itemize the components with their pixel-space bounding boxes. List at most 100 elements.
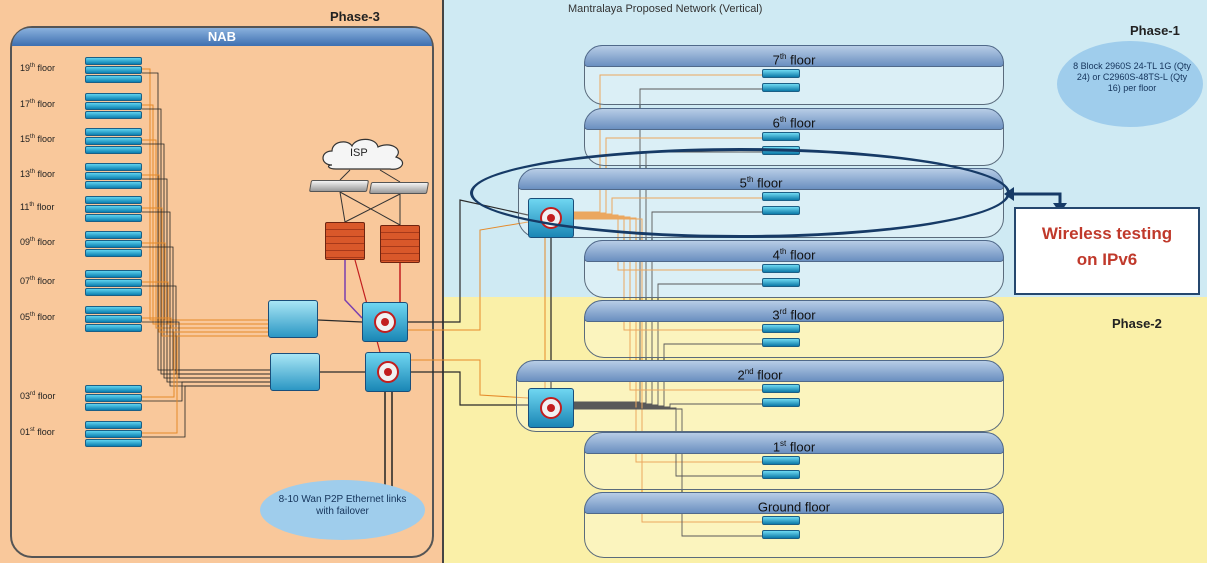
switch-unit (85, 214, 142, 222)
wire (142, 317, 268, 329)
switch-unit (762, 456, 800, 465)
switch-unit (85, 270, 142, 278)
wire (379, 169, 401, 183)
switch-unit (762, 264, 800, 273)
core-switch-icon (365, 352, 411, 392)
switch-unit (762, 516, 800, 525)
wire (339, 191, 346, 223)
block-note: 8 Block 2960S 24-TL 1G (Qty 24) or C2960… (1057, 41, 1203, 127)
nab-floor-label: 19th floor (20, 63, 56, 73)
switch-unit (85, 75, 142, 83)
wire (142, 285, 270, 375)
wire (317, 319, 363, 323)
nab-container (10, 26, 434, 558)
switch-unit (85, 111, 142, 119)
network-title: Mantralaya Proposed Network (Vertical) (568, 3, 763, 15)
switch-unit (85, 394, 142, 402)
switch-unit (85, 205, 142, 213)
nab-floor-label: 15th floor (20, 134, 56, 144)
isp-cloud-icon: ISP (318, 135, 410, 178)
access-switch-pair-icon (762, 384, 800, 408)
wire (344, 260, 363, 319)
switch-unit (762, 398, 800, 407)
switch-unit (85, 403, 142, 411)
wire (410, 371, 528, 406)
switch-unit (85, 181, 142, 189)
wire (574, 403, 762, 408)
wire (574, 283, 762, 406)
wire (142, 381, 270, 402)
wire (142, 281, 268, 325)
distribution-switch-icon (268, 300, 318, 338)
switch-unit (85, 439, 142, 447)
wire (574, 408, 762, 537)
wireless-callout: Wireless testing on IPv6 (1014, 207, 1200, 295)
switch-unit (85, 137, 142, 145)
block-note-text: 8 Block 2960S 24-TL 1G (Qty 24) or C2960… (1073, 61, 1191, 93)
switch-unit (85, 93, 142, 101)
nab-floor-label: 11th floor (20, 202, 55, 212)
access-switch-stack-icon (85, 93, 142, 121)
switch-unit (85, 324, 142, 332)
wire (339, 169, 351, 181)
callout-line-2: on IPv6 (1076, 250, 1138, 269)
floor-band-title: 2nd floor (516, 360, 1004, 382)
access-switch-stack-icon (85, 128, 142, 156)
floor-band-title: 4th floor (584, 240, 1004, 262)
switch-unit (762, 278, 800, 287)
nab-floor-label: 13th floor (20, 169, 56, 179)
isp-label: ISP (350, 147, 368, 159)
nab-floor-label: 05th floor (20, 312, 56, 322)
access-switch-stack-icon (85, 163, 142, 191)
phase-2-label: Phase-2 (1112, 316, 1162, 331)
switch-unit (85, 172, 142, 180)
switch-unit (85, 196, 142, 204)
access-switch-pair-icon (762, 456, 800, 480)
switch-unit (85, 385, 142, 393)
access-switch-stack-icon (85, 421, 142, 449)
switch-unit (85, 279, 142, 287)
switch-unit (762, 384, 800, 393)
phase-3-label: Phase-3 (330, 9, 380, 24)
nab-floor-label: 09th floor (20, 237, 56, 247)
switch-unit (762, 530, 800, 539)
switch-unit (85, 421, 142, 429)
nab-floor-label: 01st floor (20, 427, 55, 437)
wire (339, 191, 401, 226)
access-switch-pair-icon (762, 516, 800, 540)
wire (142, 331, 268, 398)
access-switch-stack-icon (85, 270, 142, 298)
distribution-switch-icon (270, 353, 320, 391)
wire (142, 246, 270, 371)
switch-unit (762, 132, 800, 141)
wire (142, 385, 270, 438)
nab-title: NAB (12, 28, 432, 46)
access-switch-stack-icon (85, 231, 142, 259)
access-switch-stack-icon (85, 385, 142, 413)
switch-unit (85, 102, 142, 110)
wire (344, 193, 401, 223)
floor-band-title: 1st floor (584, 432, 1004, 454)
access-switch-pair-icon (762, 69, 800, 93)
wan-note: 8-10 Wan P2P Ethernet links with failove… (260, 480, 425, 540)
switch-unit (762, 69, 800, 78)
wire (142, 108, 270, 375)
floor-band-title: 7th floor (584, 45, 1004, 67)
switch-unit (85, 231, 142, 239)
core-switch-icon (528, 388, 574, 428)
floor-band-title: 3rd floor (584, 300, 1004, 322)
switch-unit (85, 288, 142, 296)
wire (408, 199, 529, 323)
callout-line-1: Wireless testing (1041, 224, 1173, 243)
phase-1-label: Phase-1 (1130, 23, 1180, 38)
switch-unit (762, 83, 800, 92)
wire (410, 359, 529, 399)
wan-note-text: 8-10 Wan P2P Ethernet links with failove… (278, 494, 407, 517)
switch-unit (85, 128, 142, 136)
wire (142, 335, 268, 434)
core-switch-icon (362, 302, 408, 342)
firewall-icon (325, 222, 365, 260)
nab-floor-label: 07th floor (20, 276, 56, 286)
access-switch-stack-icon (85, 57, 142, 85)
router-icon (368, 182, 430, 194)
